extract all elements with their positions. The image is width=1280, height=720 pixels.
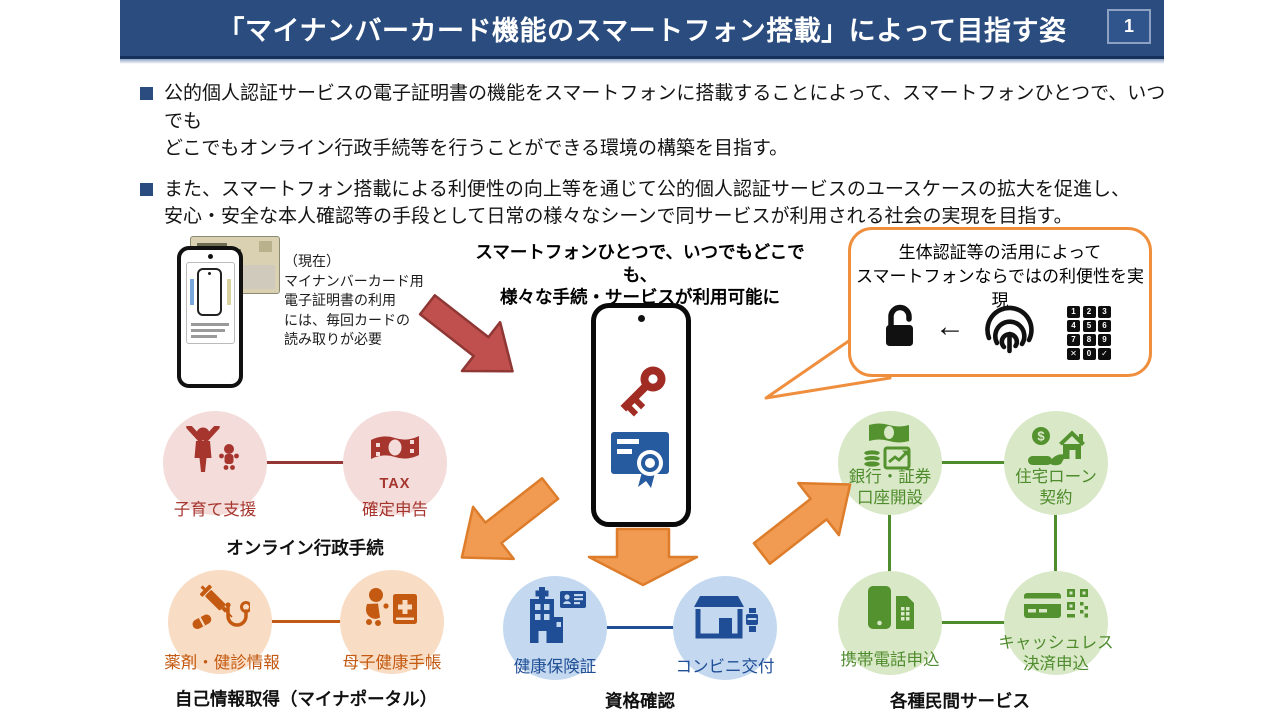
service-label: 確定申告 xyxy=(362,501,428,519)
childcare-icon xyxy=(186,426,239,472)
header-underline-fade xyxy=(120,59,1164,64)
page-number-badge: 1 xyxy=(1107,9,1151,44)
cluster-label-gov: オンライン行政手続 xyxy=(226,538,384,558)
service-label: 住宅ローン 契約 xyxy=(1015,468,1097,507)
connector-line xyxy=(266,620,348,623)
bullet-square-icon xyxy=(140,182,153,196)
header-underline xyxy=(120,56,1164,59)
orange-arrow-down-icon xyxy=(587,527,699,587)
service-circle-cashless xyxy=(1004,571,1108,675)
medicine-icon xyxy=(192,584,250,629)
maternal-handbook-icon xyxy=(366,588,417,626)
service-label: コンビニ交付 xyxy=(675,658,775,676)
summary-bullets: 公的個人認証サービスの電子証明書の機能をスマートフォンに搭載することによって、ス… xyxy=(140,80,1180,244)
cluster-label-cert: 資格確認 xyxy=(605,691,675,711)
callout-message: 生体認証等の活用によって スマートフォンならではの利便性を実現 xyxy=(856,243,1144,310)
service-circle-medical-info xyxy=(168,570,272,674)
camera-dot-icon xyxy=(207,254,213,259)
biometric-callout: 生体認証等の活用によって スマートフォンならではの利便性を実現 ← 1 2 3 … xyxy=(848,227,1152,377)
tax-badge: TAX xyxy=(379,476,411,492)
service-circle-bank xyxy=(838,411,942,515)
page-title: 「マイナンバーカード機能のスマートフォン搭載」によって目指す姿 xyxy=(217,15,1067,46)
service-circle-insurance xyxy=(503,576,607,680)
service-label: 携帯電話申込 xyxy=(840,651,940,669)
service-label: 母子健康手帳 xyxy=(342,654,442,672)
connector-line xyxy=(936,461,1010,464)
service-label: 銀行・証券 口座開設 xyxy=(848,468,932,507)
service-circle-tax xyxy=(343,411,447,515)
cluster-label-private: 各種民間サービス xyxy=(890,691,1030,711)
home-loan-icon: $ xyxy=(1028,427,1085,466)
service-circle-maternal xyxy=(340,570,444,674)
phone-screen xyxy=(186,262,235,344)
bank-securities-icon xyxy=(862,423,911,470)
slide-header: 「マイナンバーカード機能のスマートフォン搭載」によって目指す姿 1 xyxy=(120,0,1164,56)
connector-line xyxy=(262,461,348,464)
service-circle-mobile xyxy=(838,571,942,675)
convenience-store-icon xyxy=(694,596,758,639)
mobile-sim-icon xyxy=(868,586,914,629)
camera-dot-icon xyxy=(637,315,645,322)
current-phone-image xyxy=(177,246,243,388)
orange-arrow-right-icon xyxy=(752,481,852,565)
current-state-caption: （現在） マイナンバーカード用 電子証明書の利用 には、毎回カードの 読み取りが… xyxy=(284,253,424,347)
connector-line xyxy=(888,509,891,577)
service-label: 子育て支援 xyxy=(173,501,257,519)
tax-money-icon xyxy=(371,436,419,459)
connector-line xyxy=(936,621,1010,624)
center-headline: スマートフォンひとつで、いつでもどこでも、 様々な手続・サービスが利用可能に xyxy=(475,242,805,307)
fingerprint-icon xyxy=(985,305,1034,354)
bullet-item: 公的個人認証サービスの電子証明書の機能をスマートフォンに搭載することによって、ス… xyxy=(140,80,1180,163)
service-circle-loan: $ xyxy=(1004,411,1108,515)
bullet-item: また、スマートフォン搭載による利便性の向上等を通じて公的個人認証サービスのユース… xyxy=(140,176,1180,231)
pin-keypad-icon: 1 2 3 4 5 6 7 8 9 ✕ 0 ✓ xyxy=(1067,306,1111,360)
cashless-payment-icon xyxy=(1024,589,1088,618)
red-arrow-icon xyxy=(418,294,514,373)
mini-phone-icon xyxy=(197,268,222,316)
service-circle-childcare xyxy=(163,411,267,515)
connector-line xyxy=(1054,509,1057,577)
service-label: 薬剤・健診情報 xyxy=(164,654,280,672)
cluster-label-self: 自己情報取得（マイナポータル） xyxy=(174,689,438,709)
orange-arrow-left-icon xyxy=(460,477,560,561)
service-label: キャッシュレス 決済申込 xyxy=(998,634,1114,673)
hospital-card-icon xyxy=(530,587,586,643)
certificate-icon xyxy=(611,432,669,488)
service-circle-konbini xyxy=(673,576,777,680)
service-label: 健康保険証 xyxy=(513,658,597,676)
svg-text:$: $ xyxy=(1037,429,1045,444)
unlock-icon xyxy=(886,304,913,346)
connector-line xyxy=(601,626,679,629)
bullet-square-icon xyxy=(140,87,153,100)
bullet-text: また、スマートフォン搭載による利便性の向上等を通じて公的個人認証サービスのユース… xyxy=(164,178,1130,228)
key-icon xyxy=(620,366,666,417)
smartphone-image xyxy=(591,303,691,527)
bullet-text: 公的個人認証サービスの電子証明書の機能をスマートフォンに搭載することによって、ス… xyxy=(164,83,1166,159)
left-arrow-icon: ← xyxy=(935,310,965,343)
